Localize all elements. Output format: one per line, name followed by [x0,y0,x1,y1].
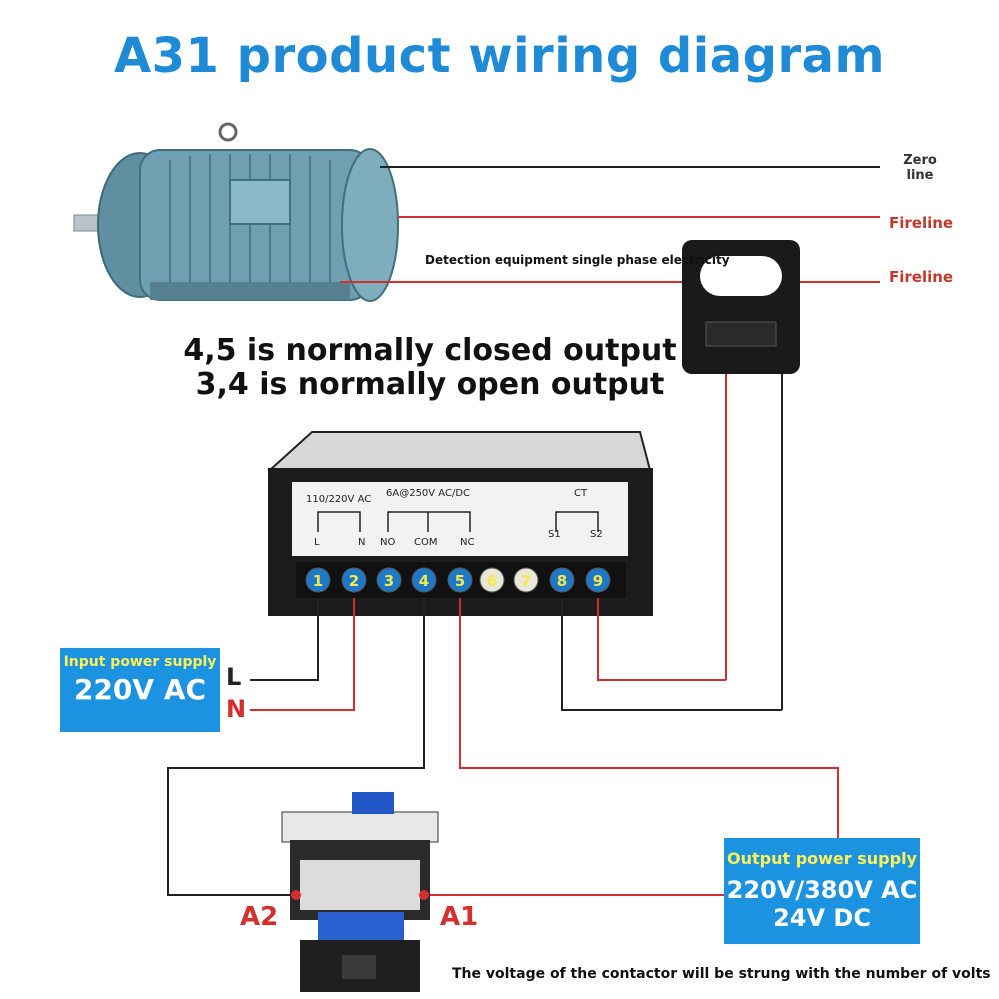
terminal-screw-9 [585,567,611,593]
terminal-screw-6 [479,567,505,593]
input-n-label: N [226,695,247,723]
terminal-number-7: 7 [521,572,531,590]
terminal-number-6: 6 [487,572,497,590]
power-rating-label: 110/220V AC [306,494,371,505]
terminal-screw-1 [305,567,331,593]
detection-note: Detection equipment single phase electri… [425,253,730,267]
pin-label-s2: S2 [590,529,603,540]
output-power-title: Output power supply [727,849,917,868]
terminal-screw-2 [341,567,367,593]
page-title: A31 product wiring diagram [113,28,886,84]
output-note-no: 3,4 is normally open output [195,367,665,402]
footer-note: The voltage of the contactor will be str… [452,966,991,982]
terminal-number-2: 2 [349,572,359,590]
ct-label: CT [574,488,588,499]
input-power-value: 220V AC [73,673,207,706]
relay-rating-label: 6A@250V AC/DC [386,488,470,499]
terminal-screw-3 [376,567,402,593]
output-power-value-dc: 24V DC [773,904,871,932]
input-l-label: L [226,663,242,691]
zero-line-label: Zero line [903,153,937,183]
pin-label-n: N [358,537,365,548]
pin-label-l: L [314,537,320,548]
controller-unit: 110/220V AC 6A@250V AC/DC CT L N NO COM … [267,431,653,616]
input-power-box: Input power supply 220V AC [60,648,220,732]
fireline-label-2: Fireline [889,268,954,286]
pin-label-no: NO [380,537,395,548]
fireline-label-1: Fireline [889,214,954,232]
output-note-nc: 4,5 is normally closed output [183,333,677,368]
terminal-screw-8 [549,567,575,593]
terminal-number-9: 9 [593,572,603,590]
terminal-number-5: 5 [455,572,465,590]
pin-label-com: COM [414,537,437,548]
terminal-screw-7 [513,567,539,593]
input-power-title: Input power supply [63,654,217,670]
terminal-screw-4 [411,567,437,593]
pin-label-nc: NC [460,537,474,548]
motor-illustration [73,122,399,302]
terminal-number-8: 8 [557,572,567,590]
output-power-box: Output power supply 220V/380V AC 24V DC [724,838,920,944]
terminal-number-3: 3 [384,572,394,590]
contactor-a1-label: A1 [440,902,479,932]
output-power-value-ac: 220V/380V AC [726,876,918,904]
terminal-screw-5 [447,567,473,593]
contactor-a2-label: A2 [240,902,279,932]
current-transformer [682,240,800,374]
pin-label-s1: S1 [548,529,561,540]
contactor-illustration [281,792,439,992]
terminal-number-1: 1 [313,572,323,590]
terminal-number-4: 4 [419,572,429,590]
